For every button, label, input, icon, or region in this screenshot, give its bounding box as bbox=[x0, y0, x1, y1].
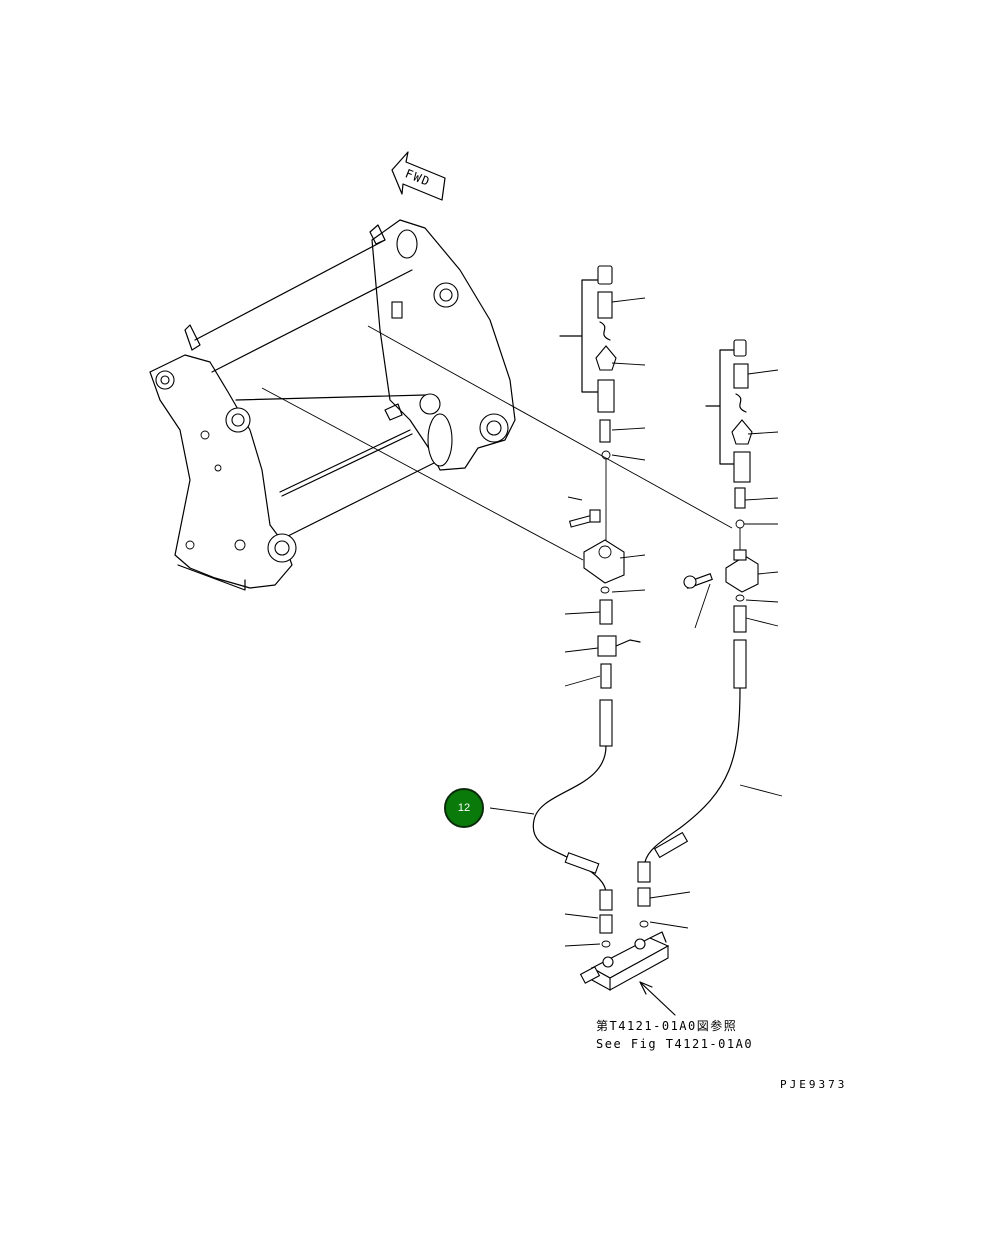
leader-line bbox=[367, 325, 733, 529]
manifold-block bbox=[579, 931, 670, 991]
left-hose-stack bbox=[532, 265, 641, 948]
loader-frame bbox=[149, 219, 516, 591]
callout-badge[interactable]: 12 bbox=[444, 788, 484, 828]
drawing-number: PJE9373 bbox=[780, 1078, 847, 1091]
reference-text-jp: 第T4121-01A0図参照 bbox=[596, 1018, 737, 1033]
fwd-arrow-icon: FWD bbox=[391, 151, 446, 201]
callout-label: 12 bbox=[457, 802, 471, 814]
leader-line bbox=[261, 387, 584, 561]
right-hose-stack bbox=[637, 339, 759, 928]
part-leader-lines bbox=[489, 297, 783, 1016]
reference-text-en: See Fig T4121-01A0 bbox=[596, 1037, 753, 1051]
